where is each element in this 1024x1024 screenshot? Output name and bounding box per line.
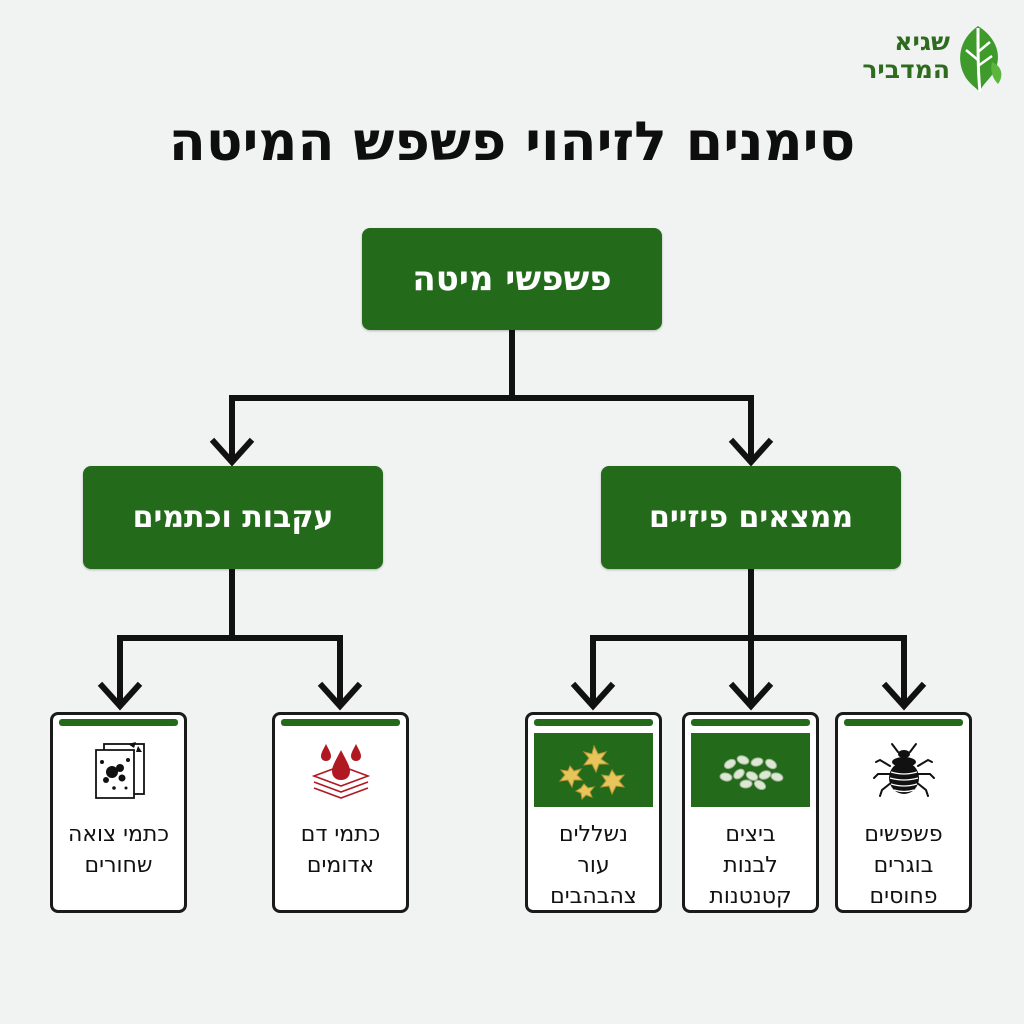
card-eggs: ביצים לבנות קטנטנות (682, 712, 819, 913)
shed-skins-icon (558, 744, 625, 800)
card-accent-bar (534, 719, 653, 726)
branch-node-physical-findings: ממצאים פיזיים (601, 466, 901, 569)
branch-node-label: עקבות וכתמים (132, 500, 334, 535)
logo-line-1: שגיא (894, 27, 950, 56)
card-accent-bar (691, 719, 810, 726)
bed-bug-icon (872, 743, 935, 797)
card-label-line: כתמי צואה (67, 822, 170, 847)
card-label: פשפשים בוגרים פחוסים (842, 819, 965, 912)
branch-node-label: ממצאים פיזיים (648, 500, 854, 535)
card-label-line: לבנות (723, 853, 778, 878)
card-label-line: פחוסים (869, 884, 938, 909)
card-label: כתמי דם אדומים (279, 819, 402, 881)
page-title: סימנים לזיהוי פשפש המיטה (168, 110, 856, 173)
card-label-line: נשללים (559, 822, 628, 847)
card-label-line: קטנטנות (709, 884, 792, 909)
card-label-line: כתמי דם (300, 822, 381, 847)
root-node-label: פשפשי מיטה (412, 259, 612, 299)
branch-node-traces-stains: עקבות וכתמים (83, 466, 383, 569)
card-fecal-stains: כתמי צואה שחורים (50, 712, 187, 913)
card-label-line: צהבהבים (550, 884, 637, 909)
card-illustration (281, 733, 400, 807)
card-accent-bar (844, 719, 963, 726)
fecal-stains-icon (94, 742, 145, 799)
blood-drops-icon (311, 744, 370, 799)
card-blood-stains: כתמי דם אדומים (272, 712, 409, 913)
card-label: כתמי צואה שחורים (57, 819, 180, 881)
card-label-line: פשפשים (864, 822, 943, 847)
card-adult-bugs: פשפשים בוגרים פחוסים (835, 712, 972, 913)
brand-logo: שגיא המדביר (838, 22, 1008, 94)
card-label-line: שחורים (84, 853, 153, 878)
card-label-line: בוגרים (873, 853, 934, 878)
leaf-icon (960, 26, 1002, 93)
card-label-line: עור (577, 853, 610, 878)
card-label: נשללים עור צהבהבים (532, 819, 655, 912)
card-illustration (844, 733, 963, 807)
root-node: פשפשי מיטה (362, 228, 662, 330)
card-label: ביצים לבנות קטנטנות (689, 819, 812, 912)
card-label-line: אדומים (306, 853, 375, 878)
card-illustration (691, 733, 810, 807)
eggs-icon (719, 755, 783, 790)
card-illustration (59, 733, 178, 807)
card-illustration (534, 733, 653, 807)
logo-line-2: המדביר (862, 55, 950, 84)
card-accent-bar (281, 719, 400, 726)
card-accent-bar (59, 719, 178, 726)
logo-text: שגיא המדביר (838, 28, 950, 84)
card-label-line: ביצים (725, 822, 776, 847)
card-shed-skins: נשללים עור צהבהבים (525, 712, 662, 913)
